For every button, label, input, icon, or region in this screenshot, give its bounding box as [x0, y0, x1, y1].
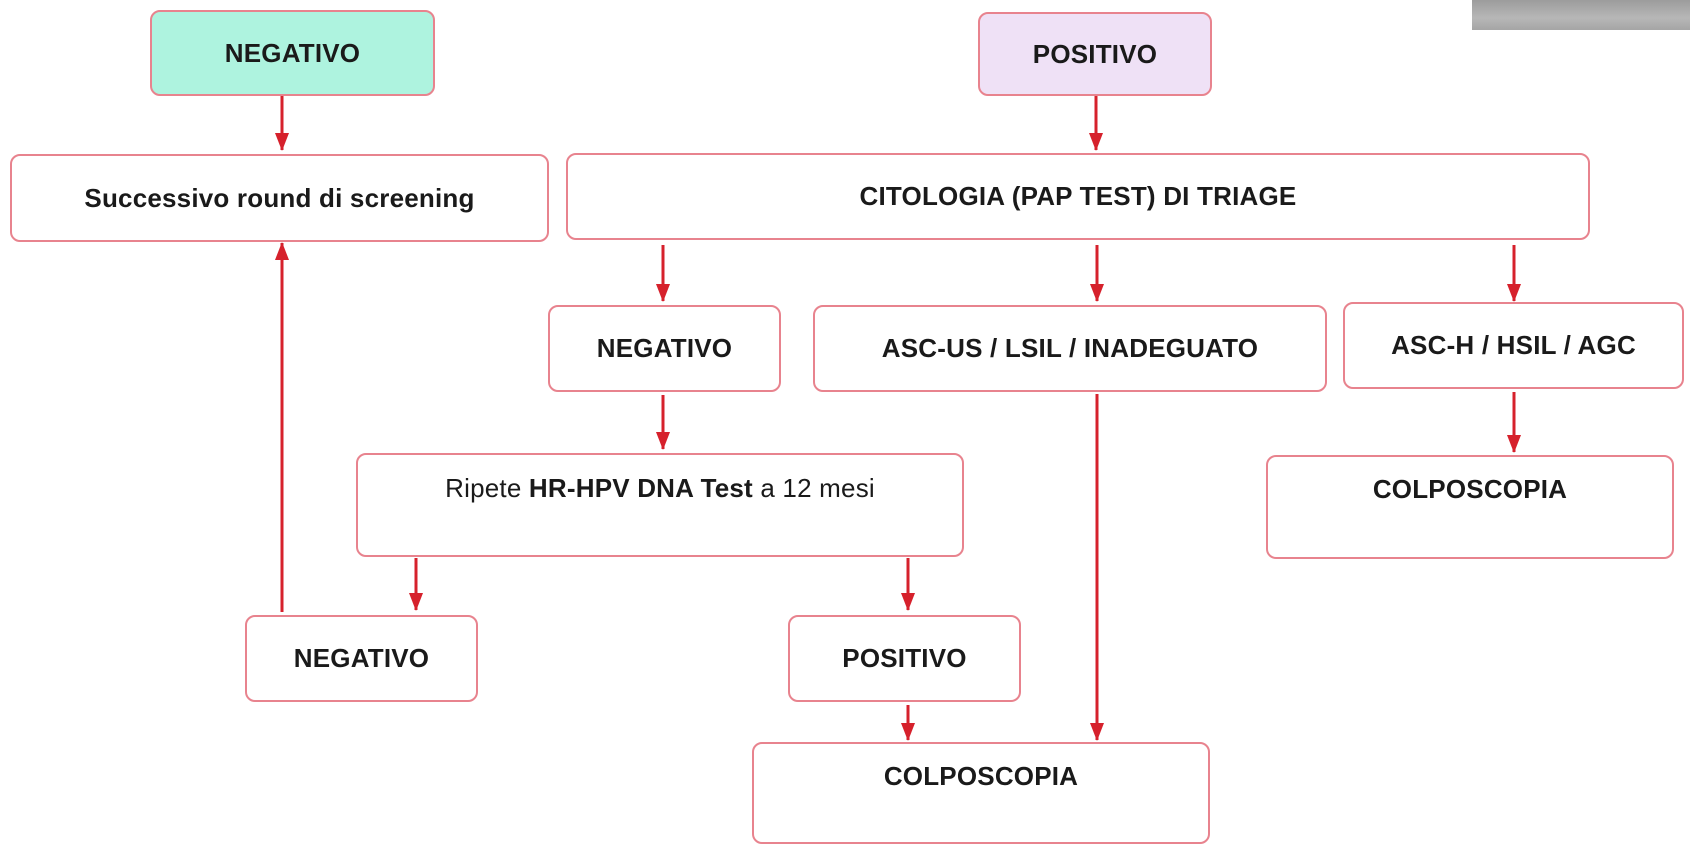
colposcopia-bottom-label: COLPOSCOPIA — [883, 761, 1079, 791]
ripete-test-node: Ripete HR-HPV DNA Test a 12 mesi — [356, 453, 964, 557]
positivo-repeat-node: POSITIVO — [788, 615, 1021, 702]
successivo-round-node: Successivo round di screening — [10, 154, 549, 242]
asc-h-hsil-label: ASC-H / HSIL / AGC — [1391, 330, 1636, 360]
positivo-root-label: POSITIVO — [1032, 38, 1158, 69]
asc-us-lsil-label: ASC-US / LSIL / INADEGUATO — [881, 333, 1259, 363]
successivo-round-label: Successivo round di screening — [84, 182, 475, 213]
colposcopia-right-node: COLPOSCOPIA — [1266, 455, 1674, 559]
negativo-root-node: NEGATIVO — [150, 10, 435, 96]
negativo-repeat-label: NEGATIVO — [293, 643, 430, 673]
negativo-citologia-node: NEGATIVO — [548, 305, 781, 392]
colposcopia-bottom-node: COLPOSCOPIA — [752, 742, 1210, 844]
cropped-image-fragment — [1472, 0, 1690, 30]
asc-h-hsil-node: ASC-H / HSIL / AGC — [1343, 302, 1684, 389]
negativo-citologia-label: NEGATIVO — [596, 333, 733, 363]
citologia-triage-label: CITOLOGIA (PAP TEST) DI TRIAGE — [859, 181, 1297, 211]
ripete-test-prefix: Ripete — [445, 473, 529, 503]
positivo-root-node: POSITIVO — [978, 12, 1212, 96]
negativo-root-label: NEGATIVO — [224, 37, 361, 68]
colposcopia-right-label: COLPOSCOPIA — [1372, 474, 1568, 504]
ripete-test-suffix: a 12 mesi — [752, 473, 875, 503]
asc-us-lsil-node: ASC-US / LSIL / INADEGUATO — [813, 305, 1327, 392]
citologia-triage-node: CITOLOGIA (PAP TEST) DI TRIAGE — [566, 153, 1590, 240]
negativo-repeat-node: NEGATIVO — [245, 615, 478, 702]
positivo-repeat-label: POSITIVO — [842, 643, 967, 673]
ripete-test-emphasis: HR-HPV DNA Test — [528, 473, 753, 503]
ripete-test-label: Ripete HR-HPV DNA Test a 12 mesi — [445, 473, 875, 504]
